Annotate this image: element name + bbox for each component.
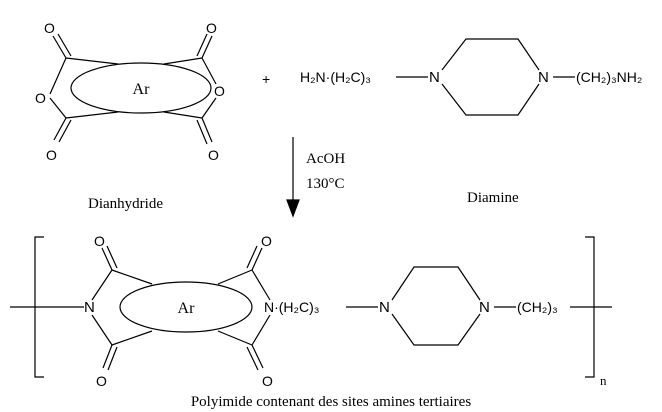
bond <box>246 245 258 269</box>
oxygen-atom: O <box>96 373 107 389</box>
nitrogen-atom: N <box>379 299 390 316</box>
bond <box>217 269 253 285</box>
bond <box>107 346 118 371</box>
nitrogen-atom: N <box>429 69 440 86</box>
product-right-chain: (CH₂)₃ <box>517 299 558 315</box>
oxygen-atom: O <box>262 373 273 389</box>
nitrogen-atom: N <box>84 299 95 316</box>
oxygen-atom: O <box>208 147 219 163</box>
ar-ellipse <box>119 281 253 333</box>
bond <box>49 97 67 119</box>
bond <box>217 330 253 346</box>
solvent-label: AcOH <box>306 151 345 167</box>
ar-label: Ar <box>178 300 196 317</box>
product-left-chain: N·(H₂C)₃ <box>264 299 319 315</box>
bond <box>111 269 153 285</box>
bond <box>101 247 113 271</box>
bond <box>251 247 263 271</box>
temperature-label: 130°C <box>306 176 345 192</box>
bond <box>91 269 113 301</box>
oxygen-atom: O <box>46 147 57 163</box>
reaction-arrow <box>286 137 300 218</box>
bond <box>65 57 119 65</box>
bond <box>91 314 113 346</box>
diamine-right-group: (CH₂)₃NH₂ <box>576 69 642 85</box>
bond <box>65 111 119 119</box>
piperazine-ring <box>391 313 481 346</box>
dianhydride-structure: Ar O O O O O O <box>35 20 225 163</box>
bond <box>111 330 153 346</box>
bond <box>251 269 271 301</box>
bond <box>201 57 217 85</box>
diamine-left-group: H₂N·(H₂C)₃ <box>300 69 371 85</box>
bond <box>251 344 264 369</box>
bond <box>102 344 113 369</box>
bond <box>246 346 259 371</box>
nitrogen-atom: N <box>479 299 490 316</box>
ar-label: Ar <box>133 81 151 98</box>
bond <box>196 119 208 145</box>
product-label: Polyimide contenant des sites amines ter… <box>191 394 472 410</box>
piperazine-ring <box>441 83 540 116</box>
polyimide-structure: N O O Ar O O N·(H₂C)₃ N N (CH₂)₃ <box>10 233 612 389</box>
plus-sign: + <box>262 71 270 87</box>
piperazine-ring <box>391 266 481 301</box>
right-bracket <box>585 236 595 378</box>
diamine-label: Diamine <box>467 190 519 206</box>
ar-ellipse <box>70 62 212 114</box>
bond <box>106 245 118 269</box>
nitrogen-atom: N <box>538 69 549 86</box>
arrow-head <box>286 199 300 218</box>
bond <box>201 117 213 143</box>
oxygen-atom: O <box>206 20 217 36</box>
piperazine-ring <box>441 38 540 71</box>
oxygen-atom: O <box>261 233 272 249</box>
bond <box>201 35 213 59</box>
bond <box>58 119 72 143</box>
oxygen-atom: O <box>35 90 46 106</box>
bond <box>57 33 72 57</box>
repeat-unit-n: n <box>600 373 607 388</box>
bond <box>52 35 67 59</box>
bond <box>251 314 271 346</box>
dianhydride-label: Dianhydride <box>88 196 163 212</box>
oxygen-atom: O <box>44 20 55 36</box>
bond <box>196 33 208 57</box>
bond <box>163 57 203 65</box>
oxygen-atom: O <box>214 83 225 99</box>
bond <box>163 111 203 119</box>
oxygen-atom: O <box>94 233 105 249</box>
bond <box>53 117 67 141</box>
bond <box>49 57 67 95</box>
diamine-structure: H₂N·(H₂C)₃ N N (CH₂)₃NH₂ <box>300 38 642 116</box>
bond <box>201 97 217 119</box>
